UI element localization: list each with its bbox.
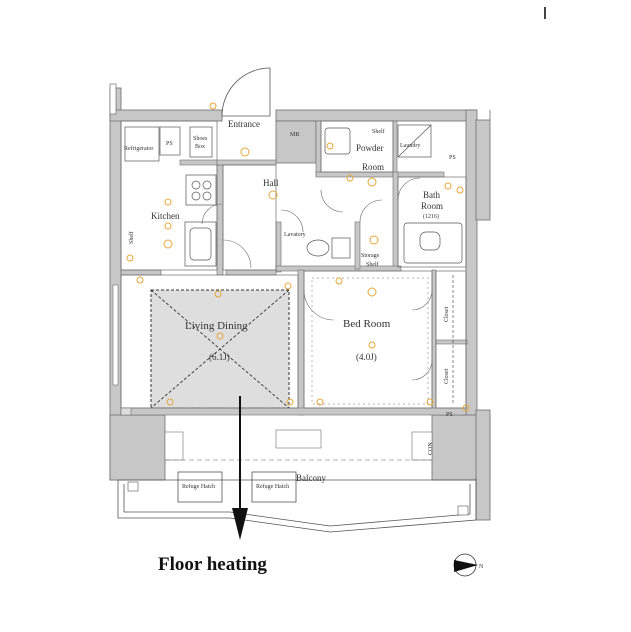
label-closet-2: Closet — [444, 368, 450, 384]
label-ac-unit: CON — [428, 442, 434, 455]
label-shelf-left: Shelf — [128, 231, 135, 244]
label-shelf-top: Shelf — [372, 128, 385, 135]
label-storage-line2: Shelf — [366, 261, 379, 268]
label-refrigerator: Refrigerator — [124, 145, 153, 152]
label-bath-size: (1216) — [423, 213, 439, 220]
balcony-windows — [120, 407, 433, 461]
label-bath-room-line1: Bath — [423, 190, 440, 200]
entrance-door — [221, 67, 271, 117]
north-compass-icon: N — [453, 553, 484, 577]
label-refuge-hatch-2: Refuge Hatch — [256, 483, 289, 490]
label-lavatory: Lavatory — [284, 232, 306, 238]
label-shoes-box-line1: Shoes — [193, 136, 208, 142]
label-storage-line1: Storage — [361, 253, 380, 259]
label-kitchen: Kitchen — [151, 211, 180, 221]
fixture-dots — [126, 102, 470, 412]
door-swings — [201, 177, 433, 381]
exterior-walls — [109, 87, 491, 521]
label-shoes-box-line2: Box — [195, 144, 205, 150]
fixtures — [124, 124, 463, 405]
label-ps-top-right: PS — [449, 155, 456, 161]
floor-heating-arrow — [232, 396, 248, 540]
label-bed-size: (4.0J) — [356, 352, 377, 362]
label-powder-room-line1: Powder — [356, 143, 384, 153]
label-refuge-hatch-1: Refuge Hatch — [182, 483, 215, 490]
label-powder-room-line2: Room — [362, 162, 384, 172]
top-left-window — [109, 83, 117, 115]
compass-north-letter: N — [479, 564, 484, 570]
label-bed-room: Bed Room — [343, 318, 391, 330]
label-hall: Hall — [263, 178, 279, 188]
balcony — [117, 471, 477, 533]
label-entrance: Entrance — [228, 119, 260, 129]
label-living-dining: Living Dining — [185, 320, 248, 332]
label-balcony: Balcony — [296, 473, 326, 483]
label-ps-bottom: PS — [446, 412, 453, 418]
label-mb: MB — [290, 132, 299, 138]
label-closet-1: Closet — [444, 306, 450, 322]
label-living-size: (6.1J) — [209, 352, 230, 362]
label-laundry: Laundry — [400, 143, 420, 149]
label-ps-top-left: PS — [166, 141, 173, 147]
floor-heating-caption: Floor heating — [158, 554, 267, 575]
label-bath-room-line2: Room — [421, 201, 443, 211]
room-outlines — [120, 120, 467, 409]
